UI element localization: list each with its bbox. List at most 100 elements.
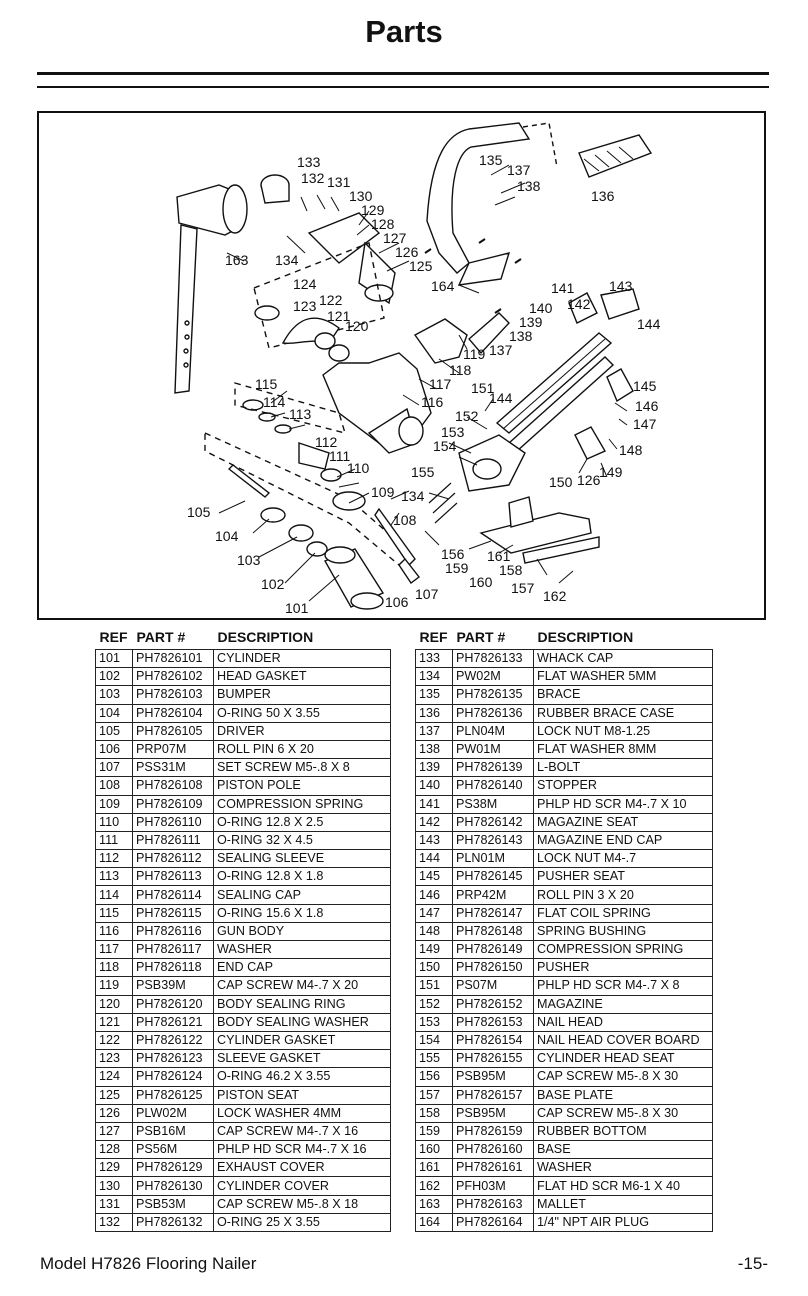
part-number-cell: PH7826140	[452, 776, 534, 796]
ref-cell: 130	[95, 1176, 133, 1196]
ref-cell: 133	[415, 648, 453, 669]
part-number-cell: PH7826110	[132, 812, 214, 832]
svg-text:118: 118	[449, 362, 472, 378]
description-cell: MAGAZINE	[533, 994, 713, 1014]
ref-cell: 117	[95, 939, 133, 960]
part-number-cell: PS38M	[452, 794, 534, 814]
exploded-view-drawing: 133 132 131 130 129 128 127 126 125 163 …	[174, 122, 661, 616]
part-number-cell: PH7826108	[132, 776, 214, 796]
ref-cell: 128	[95, 1140, 133, 1160]
ref-cell: 155	[415, 1049, 453, 1069]
part-number-cell: PS07M	[452, 976, 534, 996]
description-cell: COMPRESSION SPRING	[213, 794, 391, 814]
ref-cell: 145	[415, 867, 453, 887]
part-number-cell: PH7826122	[132, 1030, 214, 1051]
svg-text:114: 114	[263, 394, 286, 410]
part-number-cell: PH7826150	[452, 958, 534, 978]
gun-body-drawing	[322, 352, 432, 454]
ref-cell: 116	[95, 921, 133, 942]
svg-text:164: 164	[431, 278, 455, 294]
part-number-cell: PH7826135	[452, 685, 534, 705]
ref-cell: 101	[95, 648, 133, 669]
ref-cell: 119	[95, 976, 133, 996]
part-number-cell: PH7826149	[452, 939, 534, 960]
svg-text:129: 129	[361, 202, 385, 218]
svg-text:144: 144	[637, 316, 661, 332]
ref-cell: 115	[95, 903, 133, 923]
description-cell: ROLL PIN 6 X 20	[213, 739, 391, 760]
svg-text:138: 138	[509, 328, 533, 344]
ref-cell: 125	[95, 1085, 133, 1105]
part-number-cell: PFH03M	[452, 1176, 534, 1196]
part-number-cell: PH7826130	[132, 1176, 214, 1196]
description-cell: STOPPER	[533, 776, 713, 796]
part-number-cell: PSB95M	[452, 1103, 534, 1123]
svg-text:150: 150	[549, 474, 573, 490]
svg-text:151: 151	[471, 380, 495, 396]
footer-model: Model H7826 Flooring Nailer	[40, 1254, 257, 1273]
svg-text:154: 154	[433, 438, 457, 454]
ref-cell: 124	[95, 1067, 133, 1087]
title-rule-thick	[37, 72, 769, 75]
part-number-cell: PSB53M	[132, 1194, 214, 1214]
ref-cell: 106	[95, 739, 133, 760]
ref-cell: 153	[415, 1012, 453, 1032]
description-cell: PHLP HD SCR M4-.7 X 10	[533, 794, 713, 814]
part-number-cell: PH7826155	[452, 1049, 534, 1069]
description-cell: BUMPER	[213, 685, 391, 705]
part-number-cell: PH7826161	[452, 1158, 534, 1178]
svg-text:131: 131	[327, 174, 351, 190]
ref-cell: 129	[95, 1158, 133, 1178]
description-cell: CYLINDER	[213, 648, 391, 669]
part-number-cell: PH7826123	[132, 1049, 214, 1069]
ref-cell: 118	[95, 958, 133, 978]
part-number-cell: PRP07M	[132, 739, 214, 760]
svg-text:143: 143	[609, 278, 633, 294]
ref-cell: 150	[415, 958, 453, 978]
description-cell: L-BOLT	[533, 758, 713, 778]
ref-cell: 160	[415, 1140, 453, 1160]
part-number-cell: PH7826142	[452, 812, 534, 832]
part-number-cell: PH7826129	[132, 1158, 214, 1178]
description-cell: O-RING 12.8 X 1.8	[213, 867, 391, 887]
description-cell: CAP SCREW M4-.7 X 16	[213, 1121, 391, 1142]
ref-cell: 139	[415, 758, 453, 778]
description-cell: WASHER	[533, 1158, 713, 1178]
ref-cell: 108	[95, 776, 133, 796]
ref-cell: 143	[415, 830, 453, 851]
description-cell: PUSHER	[533, 958, 713, 978]
svg-text:127: 127	[383, 230, 407, 246]
description-cell: CYLINDER HEAD SEAT	[533, 1049, 713, 1069]
svg-text:111: 111	[329, 448, 350, 464]
ref-cell: 141	[415, 794, 453, 814]
svg-text:121: 121	[327, 308, 351, 324]
svg-text:130: 130	[349, 188, 373, 204]
description-cell: CAP SCREW M5-.8 X 30	[533, 1103, 713, 1123]
part-number-cell: PH7826160	[452, 1140, 534, 1160]
description-cell: BODY SEALING WASHER	[213, 1012, 391, 1032]
